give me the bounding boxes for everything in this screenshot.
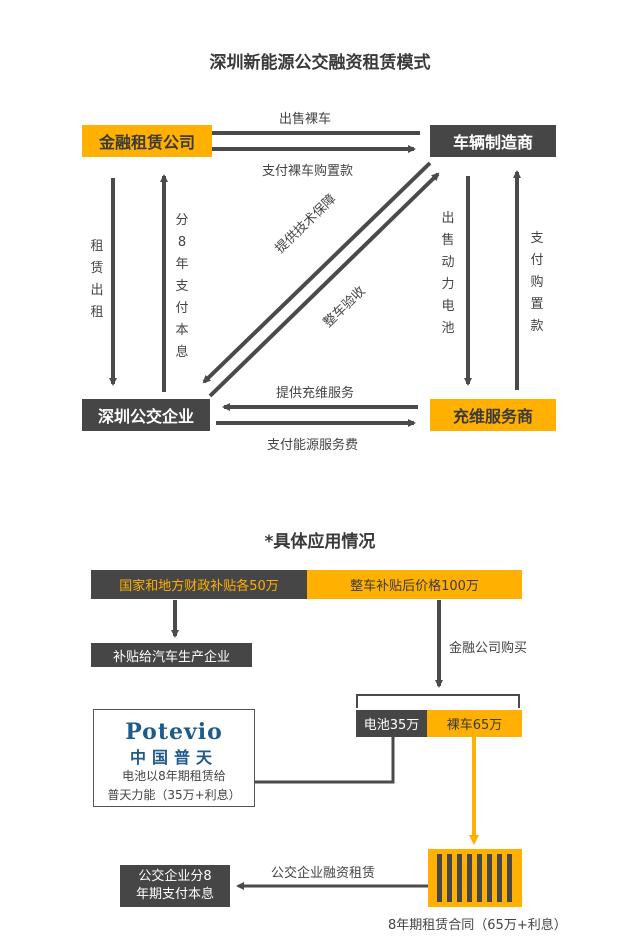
battery-bar: 电池35万 [356, 710, 427, 737]
label-contract: 8年期租赁合同（65万+利息） [388, 918, 567, 933]
diagram-title: 深圳新能源公交融资租赁模式 [209, 53, 431, 73]
label-sell-battery: 出售动力电池 [441, 211, 455, 336]
bracket [356, 694, 520, 708]
node-bus-company: 深圳公交企业 [82, 399, 210, 431]
arrow-acceptance [208, 172, 440, 398]
label-provide-service: 提供充维服务 [276, 386, 355, 401]
potevio-desc-2: 普天力能（35万+利息） [107, 788, 241, 802]
label-lease-out: 租赁出租 [90, 239, 104, 320]
potevio-desc-1: 电池以8年期租赁给 [122, 769, 226, 783]
label-sell-bare: 出售裸车 [279, 112, 332, 127]
bus-pay-line-1: 公交企业分8 [138, 869, 212, 884]
label-pay-purchase: 支付购置款 [530, 231, 544, 334]
potevio-box: Potevio 中国普天 电池以8年期租赁给 普天力能（35万+利息） [93, 709, 255, 807]
price-after-subsidy-bar: 整车补贴后价格100万 [307, 570, 522, 599]
contract-stripes [437, 854, 513, 902]
arrow-tech-support [202, 161, 432, 384]
potevio-logo-text: Potevio [125, 719, 223, 745]
bus-pay-line-2: 年期支付本息 [135, 887, 214, 902]
bare-car-bar: 裸车65万 [427, 710, 522, 737]
contract-icon [428, 849, 522, 907]
subsidy-bar: 国家和地方财政补贴各50万 [91, 570, 307, 599]
bus-pay-box: 公交企业分8 年期支付本息 [120, 865, 230, 907]
line-battery-potevio [253, 737, 395, 784]
potevio-logo-cn: 中国普天 [129, 748, 218, 767]
node-finance-leasing: 金融租赁公司 [82, 125, 212, 157]
subsidy-to-manufacturer: 补贴给汽车生产企业 [91, 643, 252, 667]
node-manufacturer: 车辆制造商 [430, 125, 556, 157]
label-pay-bare: 支付裸车购置款 [262, 164, 354, 179]
label-bus-lease: 公交企业融资租赁 [271, 866, 376, 881]
label-pay-energy: 支付能源服务费 [267, 438, 359, 453]
section-title: *具体应用情况 [264, 532, 376, 552]
label-finance-buy: 金融公司购买 [449, 641, 528, 656]
label-pay-8y: 分8年支付本息 [175, 213, 189, 360]
node-service-provider: 充维服务商 [430, 399, 556, 431]
